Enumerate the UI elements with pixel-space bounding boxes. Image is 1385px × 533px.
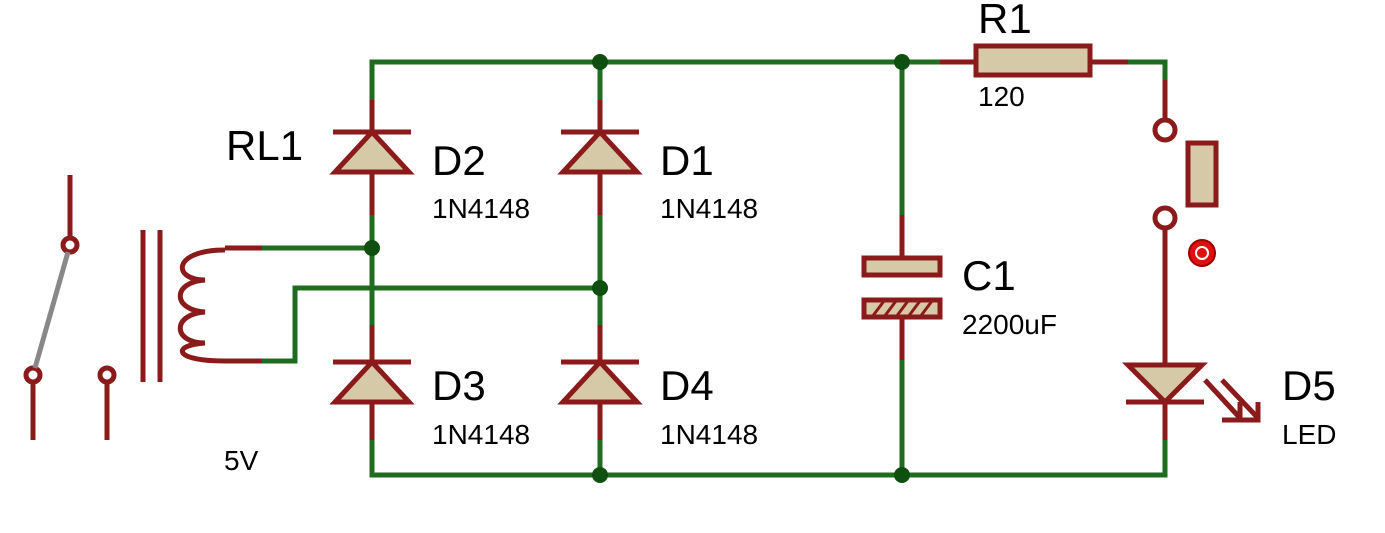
junction-node bbox=[894, 54, 910, 70]
junction-node bbox=[364, 240, 380, 256]
relay-coil-icon[interactable] bbox=[140, 230, 262, 382]
d5-ref-label: D5 bbox=[1282, 362, 1336, 409]
junction-nodes bbox=[364, 54, 910, 483]
d2-value-label: 1N4148 bbox=[432, 193, 530, 224]
d5-value-label: LED bbox=[1282, 419, 1336, 450]
r1-value-label: 120 bbox=[978, 81, 1025, 112]
relay-ref-label: RL1 bbox=[226, 122, 303, 169]
junction-node bbox=[592, 54, 608, 70]
c1-ref-label: C1 bbox=[962, 252, 1016, 299]
junction-node bbox=[592, 467, 608, 483]
d3-ref-label: D3 bbox=[432, 362, 486, 409]
c1-value-label: 2200uF bbox=[962, 309, 1057, 340]
diode-d1-icon[interactable] bbox=[557, 128, 643, 175]
capacitor-c1-icon[interactable] bbox=[861, 215, 943, 360]
push-button-icon[interactable] bbox=[1152, 80, 1219, 325]
components bbox=[23, 43, 1261, 440]
junction-node bbox=[592, 280, 608, 296]
wire-coil-bottom bbox=[259, 285, 603, 364]
diode-d2-icon[interactable] bbox=[329, 128, 415, 175]
d1-value-label: 1N4148 bbox=[660, 193, 758, 224]
labels: RL1 5V D2 1N4148 D1 1N4148 D3 1N4148 D4 … bbox=[224, 0, 1336, 476]
d2-ref-label: D2 bbox=[432, 137, 486, 184]
wires bbox=[259, 59, 1168, 478]
diode-d3-icon[interactable] bbox=[329, 358, 415, 405]
d1-ref-label: D1 bbox=[660, 137, 714, 184]
resistor-r1-icon[interactable] bbox=[940, 43, 1128, 78]
d4-value-label: 1N4148 bbox=[660, 419, 758, 450]
diode-d4-icon[interactable] bbox=[557, 358, 643, 405]
d4-ref-label: D4 bbox=[660, 362, 714, 409]
relay-value-label: 5V bbox=[224, 445, 259, 476]
relay-switch-icon[interactable] bbox=[23, 175, 117, 440]
r1-ref-label: R1 bbox=[978, 0, 1032, 42]
voltage-probe-icon[interactable] bbox=[1188, 239, 1216, 267]
d3-value-label: 1N4148 bbox=[432, 419, 530, 450]
led-d5-icon[interactable] bbox=[1121, 325, 1261, 440]
junction-node bbox=[894, 467, 910, 483]
